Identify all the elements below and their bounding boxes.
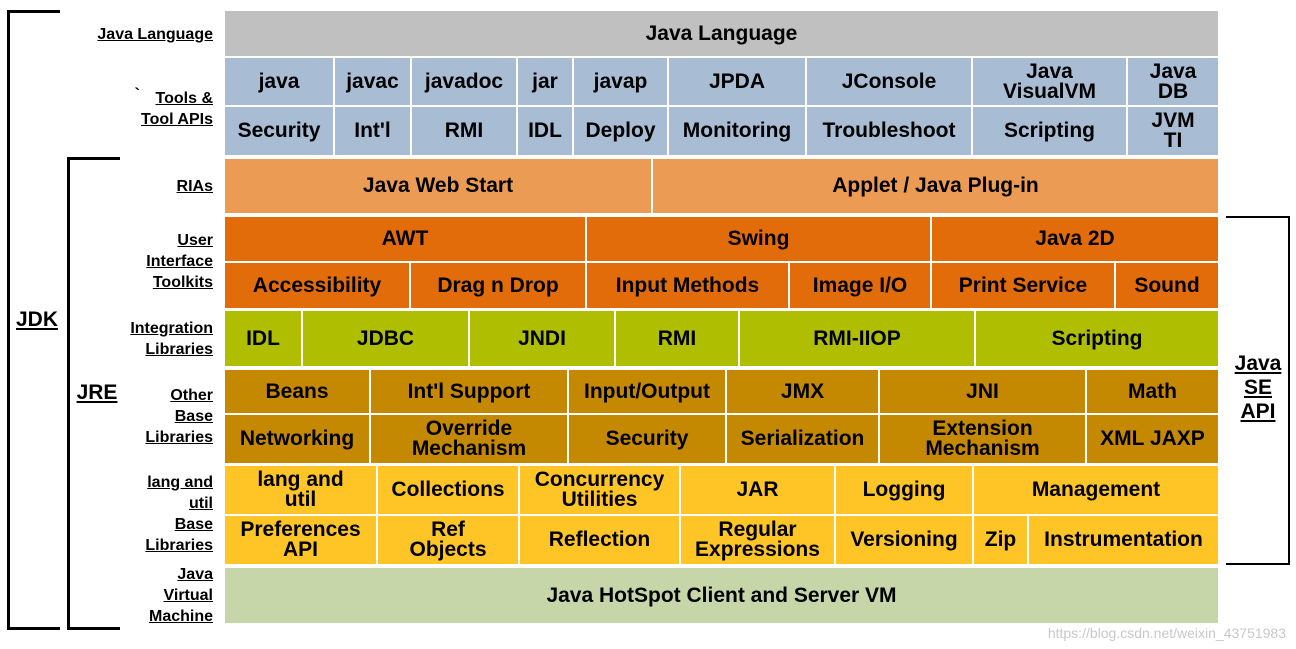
tool-scripting: Scripting xyxy=(972,106,1127,156)
other-serialization: Serialization xyxy=(726,414,879,464)
tool-jvm-ti: JVM TI xyxy=(1127,106,1219,156)
ui-java2d: Java 2D xyxy=(931,216,1219,262)
integ-scripting: Scripting xyxy=(975,310,1219,367)
row-label-tools: Tools & Tool APIs xyxy=(141,90,213,128)
tool-java-db: Java DB xyxy=(1127,57,1219,106)
other-extension-mechanism: Extension Mechanism xyxy=(879,414,1086,464)
ui-drag-n-drop: Drag n Drop xyxy=(410,262,586,309)
rias-java-web-start: Java Web Start xyxy=(224,158,652,214)
lang-zip: Zip xyxy=(973,515,1028,565)
ui-awt: AWT xyxy=(224,216,586,262)
lang-reflection: Reflection xyxy=(519,515,680,565)
other-beans: Beans xyxy=(224,369,370,414)
lang-concurrency: Concurrency Utilities xyxy=(519,465,680,515)
integ-jdbc: JDBC xyxy=(302,310,469,367)
ui-input-methods: Input Methods xyxy=(586,262,789,309)
tool-jconsole: JConsole xyxy=(806,57,972,106)
lang-regular-expressions: Regular Expressions xyxy=(680,515,835,565)
other-networking: Networking xyxy=(224,414,370,464)
integ-jndi: JNDI xyxy=(469,310,615,367)
row-label-ui-toolkits: User Interface Toolkits xyxy=(146,232,213,291)
tool-troubleshoot: Troubleshoot xyxy=(806,106,972,156)
tool-jpda: JPDA xyxy=(668,57,806,106)
lang-jar: JAR xyxy=(680,465,835,515)
jre-label: JRE xyxy=(76,381,118,404)
java-language-bar: Java Language xyxy=(224,10,1219,57)
other-input-output: Input/Output xyxy=(568,369,726,414)
integ-idl: IDL xyxy=(224,310,302,367)
jdk-label: JDK xyxy=(15,308,58,331)
tool-java: java xyxy=(224,57,334,106)
ui-print-service: Print Service xyxy=(931,262,1115,309)
other-math: Math xyxy=(1086,369,1219,414)
tool-jar: jar xyxy=(517,57,573,106)
other-security: Security xyxy=(568,414,726,464)
tool-monitoring: Monitoring xyxy=(668,106,806,156)
row-label-rias: RIAs xyxy=(176,178,213,195)
tool-java-visualvm: Java VisualVM xyxy=(972,57,1127,106)
ui-image-io: Image I/O xyxy=(789,262,931,309)
other-xml-jaxp: XML JAXP xyxy=(1086,414,1219,464)
other-override-mechanism: Override Mechanism xyxy=(370,414,568,464)
ui-swing: Swing xyxy=(586,216,931,262)
row-label-integration: Integration Libraries xyxy=(130,320,213,358)
lang-management: Management xyxy=(973,465,1219,515)
jre-bracket xyxy=(67,157,120,630)
row-label-java-language: Java Language xyxy=(97,26,213,43)
jdk-bracket xyxy=(7,10,60,630)
tool-javac: javac xyxy=(334,57,411,106)
java-se-api-label: Java SE API xyxy=(1234,352,1282,423)
other-jni: JNI xyxy=(879,369,1086,414)
tool-javadoc: javadoc xyxy=(411,57,517,106)
tool-security: Security xyxy=(224,106,334,156)
row-label-lang-util: lang and util Base Libraries xyxy=(145,474,213,554)
tool-javap: javap xyxy=(573,57,668,106)
tool-deploy: Deploy xyxy=(573,106,668,156)
jvm-hotspot-bar: Java HotSpot Client and Server VM xyxy=(224,567,1219,624)
tool-rmi: RMI xyxy=(411,106,517,156)
watermark: https://blog.csdn.net/weixin_43751983 xyxy=(1047,625,1286,641)
tool-intl: Int'l xyxy=(334,106,411,156)
row-label-other-base: Other Base Libraries xyxy=(145,387,213,446)
ui-accessibility: Accessibility xyxy=(224,262,410,309)
rias-applet-plugin: Applet / Java Plug-in xyxy=(652,158,1219,214)
java-se-api-bracket xyxy=(1226,216,1290,565)
tool-idl: IDL xyxy=(517,106,573,156)
lang-logging: Logging xyxy=(835,465,973,515)
ui-sound: Sound xyxy=(1115,262,1219,309)
integ-rmi: RMI xyxy=(615,310,739,367)
lang-instrumentation: Instrumentation xyxy=(1028,515,1219,565)
lang-collections: Collections xyxy=(377,465,519,515)
other-intl-support: Int'l Support xyxy=(370,369,568,414)
row-label-jvm: Java Virtual Machine xyxy=(148,566,213,625)
integ-rmi-iiop: RMI-IIOP xyxy=(739,310,975,367)
lang-preferences-api: Preferences API xyxy=(224,515,377,565)
lang-versioning: Versioning xyxy=(835,515,973,565)
lang-lang-and-util: lang and util xyxy=(224,465,377,515)
lang-ref-objects: Ref Objects xyxy=(377,515,519,565)
other-jmx: JMX xyxy=(726,369,879,414)
row-label-tools-prefix: ` xyxy=(134,86,140,103)
